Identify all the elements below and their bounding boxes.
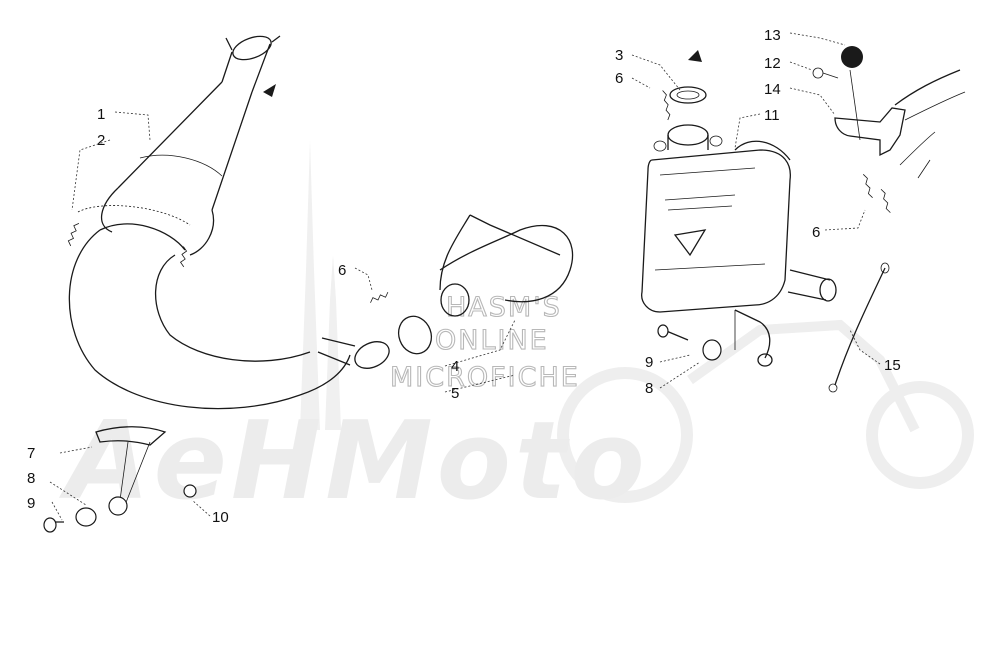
callout-13: 13	[764, 27, 781, 44]
callout-14: 14	[764, 81, 781, 98]
callout-9: 9	[27, 495, 35, 512]
watermark-motorcycle-frame	[687, 319, 920, 433]
callout-6: 6	[812, 224, 820, 241]
direction-arrow-icon	[688, 50, 702, 62]
callout-2: 2	[97, 132, 105, 149]
callout-4: 4	[451, 358, 459, 375]
watermark-motorcycle-rear-wheel	[557, 367, 693, 503]
watermark-line3: MICROFICHE	[390, 362, 580, 393]
callout-8: 8	[27, 470, 35, 487]
leader-lines	[49, 32, 881, 521]
callout-1: 1	[97, 106, 105, 123]
watermark-line2: ONLINE	[435, 325, 549, 356]
callout-6: 6	[338, 262, 346, 279]
callout-6: 6	[615, 70, 623, 87]
callout-labels: 1 2 6 4 5 7 8 9 10 3 6 11 13 12 14 6 9 8…	[27, 27, 901, 526]
callout-12: 12	[764, 55, 781, 72]
watermark-castle-spire-2	[325, 255, 341, 430]
expansion-chamber	[43, 35, 574, 533]
callout-15: 15	[884, 357, 901, 374]
watermark-line1: HASM'S	[446, 292, 562, 323]
watermark-motorcycle-front-wheel	[866, 381, 974, 489]
callout-9: 9	[645, 354, 653, 371]
watermark-brand-text: AeHMoto	[58, 399, 649, 524]
watermark: AeHMoto HASM'S ONLINE MICROFICHE	[58, 140, 974, 524]
callout-5: 5	[451, 385, 459, 402]
callout-7: 7	[27, 445, 35, 462]
direction-arrow-icon	[263, 84, 276, 97]
callout-8: 8	[645, 380, 653, 397]
callout-3: 3	[615, 47, 623, 64]
callout-10: 10	[212, 509, 229, 526]
callout-11: 11	[764, 107, 780, 124]
watermark-castle-spire	[300, 140, 320, 430]
silencer-box	[641, 46, 966, 393]
